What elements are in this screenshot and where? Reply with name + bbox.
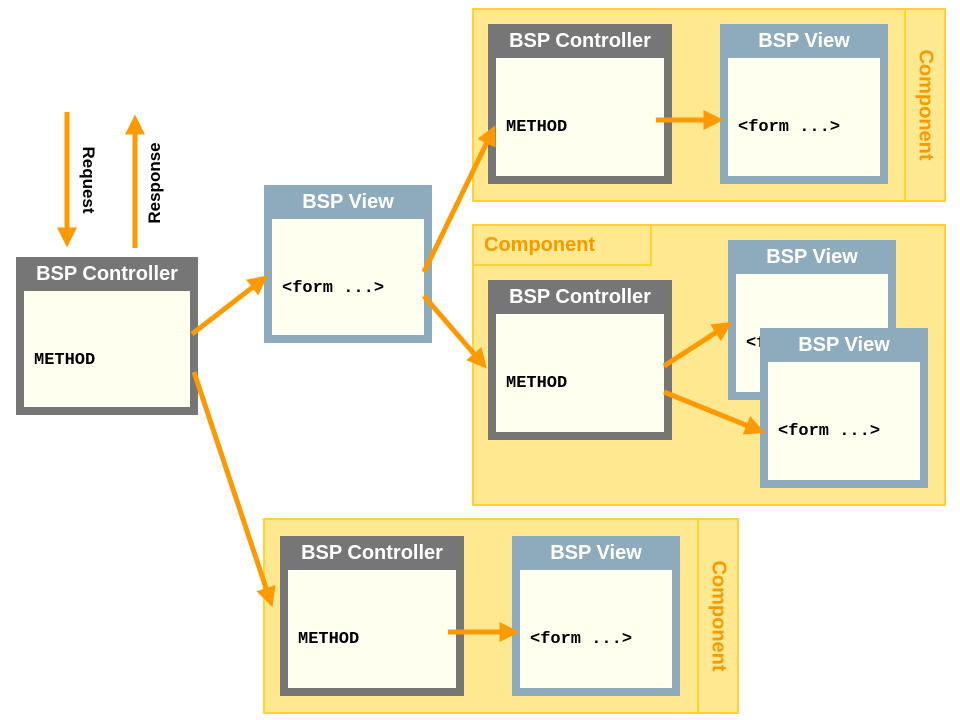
code-line: <form ...> (282, 279, 385, 298)
middle-controller: BSP Controller METHOD DO_REQUEST ... CAL… (488, 280, 672, 440)
code-line: <form ...> (778, 422, 881, 441)
code-line: METHOD (506, 118, 568, 137)
arrow-view-to-top-component (421, 125, 496, 274)
main-controller-code: METHOD DO_REQUEST CALL_VIEW CALL_CONTR (24, 291, 190, 407)
top-view-code: <form ...> <input ...> </form> (728, 58, 880, 176)
main-controller: BSP Controller METHOD DO_REQUEST CALL_VI… (16, 257, 198, 415)
code-line: METHOD (34, 351, 96, 370)
middle-view-back-title: BSP View (766, 246, 858, 268)
main-view: BSP View <form ...> <input ...> </form> (264, 185, 432, 343)
code-line: <form ...> (738, 118, 841, 137)
arrow-middle-controller-to-view-back (662, 321, 733, 369)
main-view-title: BSP View (302, 191, 394, 213)
top-view-title: BSP View (758, 30, 850, 52)
middle-view-front-title: BSP View (798, 334, 890, 356)
main-view-code: <form ...> <input ...> </form> (272, 219, 424, 335)
top-controller-title: BSP Controller (509, 30, 651, 52)
bottom-controller: BSP Controller METHOD DO_REQUEST ... CAL… (280, 536, 464, 696)
top-controller-code: METHOD DO_REQUEST ... CALL_VIEW (496, 58, 664, 176)
component-top-label-strip: Component (904, 10, 944, 200)
bottom-view: BSP View <form ...> <input ...> </form> (512, 536, 680, 696)
component-bottom-label-strip: Component (697, 520, 737, 712)
top-view: BSP View <form ...> <input ...> </form> (720, 24, 888, 184)
code-line: <form ...> (530, 630, 633, 649)
component-middle-label: Component (472, 224, 652, 266)
arrow-controller-to-view (190, 275, 268, 336)
bottom-view-code: <form ...> <input ...> </form> (520, 570, 672, 688)
arrow-controller-to-bottom-component (191, 371, 276, 608)
main-controller-title: BSP Controller (36, 263, 178, 285)
top-controller: BSP Controller METHOD DO_REQUEST ... CAL… (488, 24, 672, 184)
arrow-middle-controller-to-view-front (663, 389, 765, 435)
middle-view-front: BSP View <form ...> <input ...> </form> (760, 328, 928, 488)
code-line: METHOD (506, 374, 568, 393)
code-line: METHOD (298, 630, 360, 649)
bottom-controller-code: METHOD DO_REQUEST ... CALL_VIEW (288, 570, 456, 688)
middle-view-front-code: <form ...> <input ...> </form> (768, 362, 920, 480)
arrow-view-to-middle-component (422, 294, 487, 369)
bottom-view-title: BSP View (550, 542, 642, 564)
bottom-controller-title: BSP Controller (301, 542, 443, 564)
middle-controller-code: METHOD DO_REQUEST ... CALL_VIEW (496, 314, 664, 432)
middle-controller-title: BSP Controller (509, 286, 651, 308)
